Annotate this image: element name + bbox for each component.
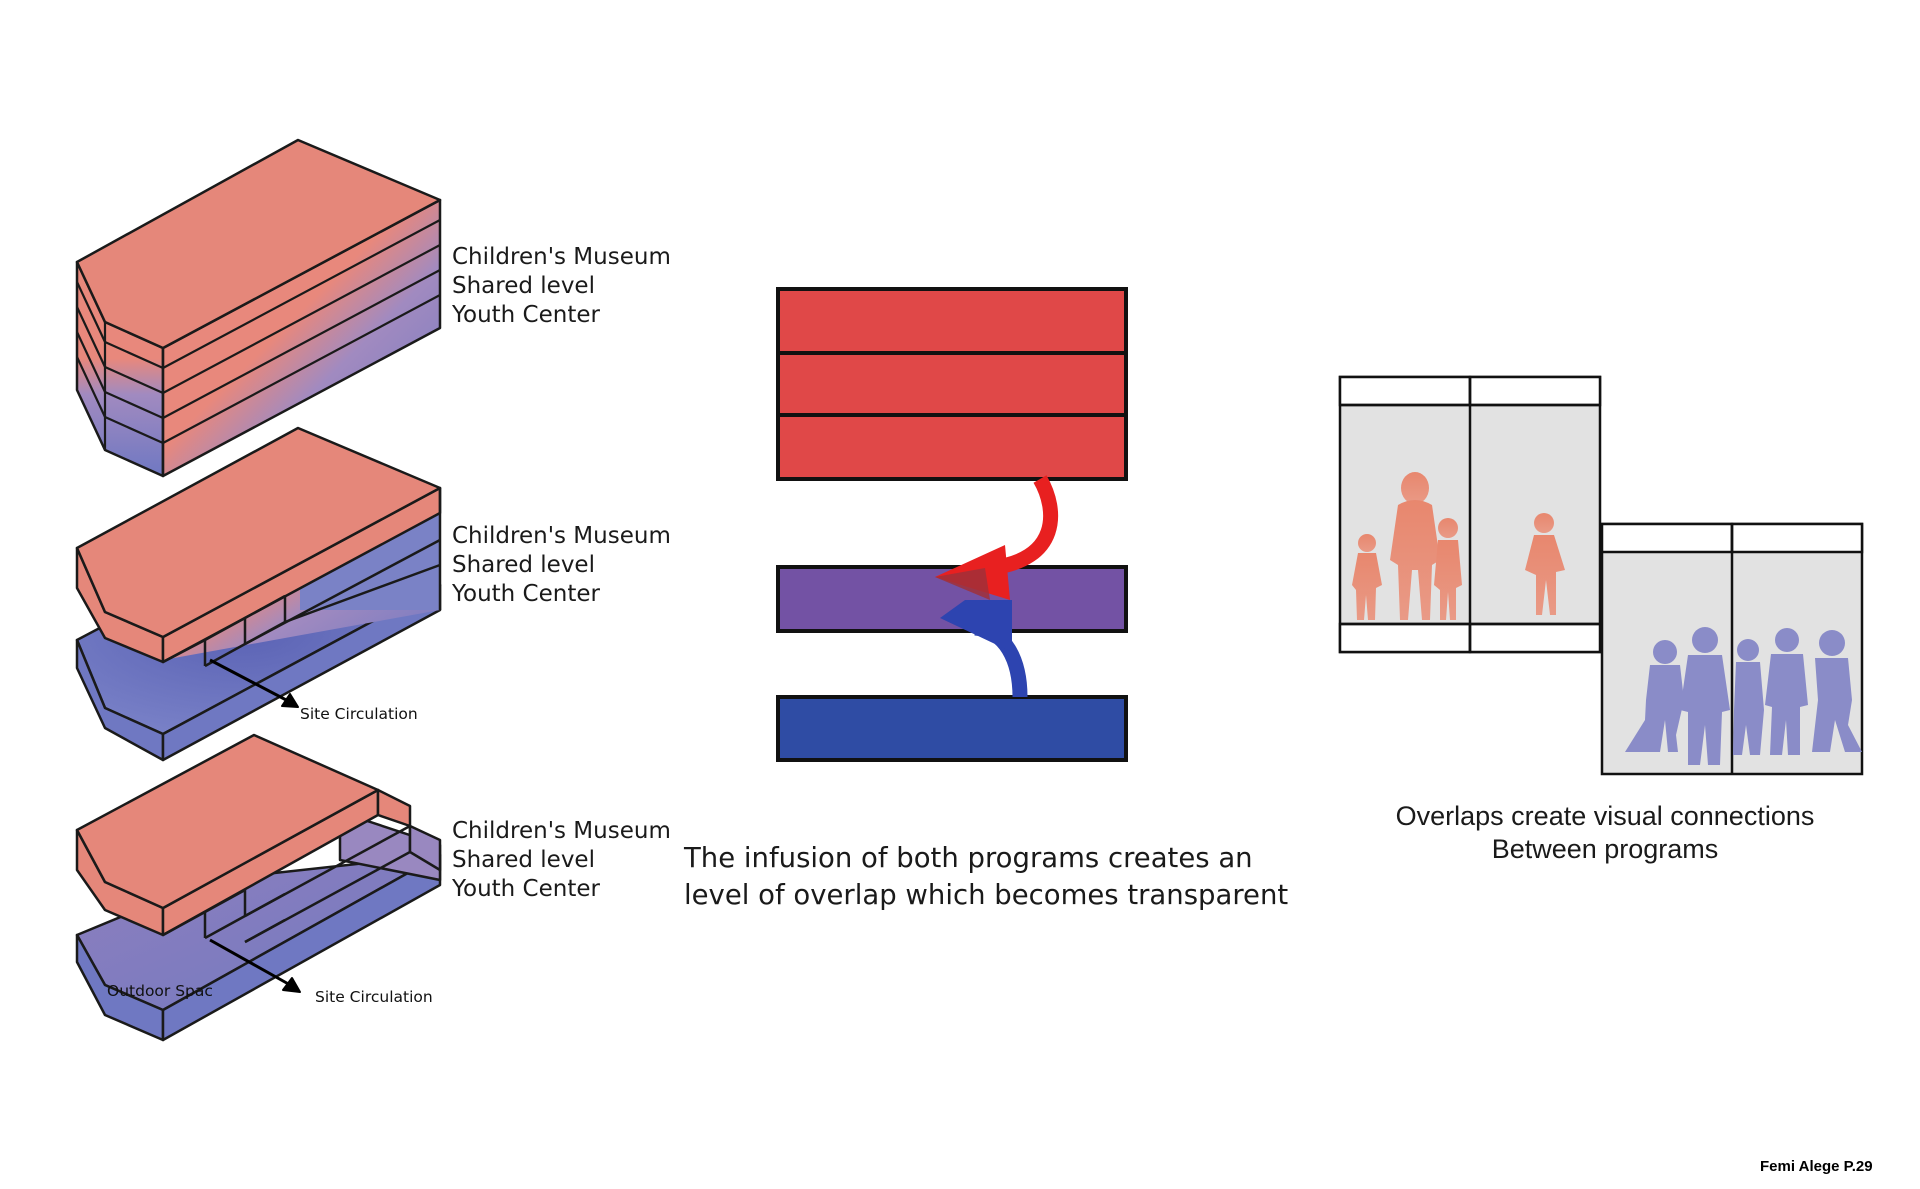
middle-caption-line-1: The infusion of both programs creates an	[684, 842, 1253, 874]
stack-3-top-face	[75, 733, 380, 910]
stack-2-label-youth: Youth Center	[452, 581, 600, 607]
stack-1-label-youth: Youth Center	[452, 302, 600, 328]
stack-2-label-shared: Shared level	[452, 552, 595, 578]
youth-bar	[776, 695, 1128, 762]
stack-3-label-youth: Youth Center	[452, 876, 600, 902]
stack-1-massing	[75, 138, 442, 478]
blue-up-arrow	[940, 600, 1028, 698]
stack-3-label-shared: Shared level	[452, 847, 595, 873]
stack-3-circulation-label: Site Circulation	[315, 988, 433, 1006]
stack-2-circulation-arrow	[281, 693, 299, 708]
page-credit: Femi Alege P.29	[1760, 1158, 1873, 1175]
stack-2-labels: Children's Museum Shared level Youth Cen…	[452, 522, 671, 609]
stack-2-top-face	[75, 426, 442, 639]
stack-3-massing	[75, 733, 442, 1042]
section-panel-upper	[1338, 375, 1602, 654]
program-bars	[776, 287, 1128, 762]
stack-3-outdoor-label: Outdoor Spac	[107, 982, 213, 1000]
museum-bar-2	[776, 351, 1128, 417]
stack-3-labels: Children's Museum Shared level Youth Cen…	[452, 817, 671, 904]
stack-3-base-front	[161, 853, 442, 1042]
middle-caption: The infusion of both programs creates an…	[684, 840, 1288, 914]
teen-silhouettes	[1625, 627, 1862, 765]
stack-2-circulation-label: Site Circulation	[300, 705, 418, 723]
children-silhouettes	[1352, 472, 1565, 620]
stack-2-label-museum: Children's Museum	[452, 523, 671, 549]
museum-bar-3	[776, 413, 1128, 481]
right-caption-line-1: Overlaps create visual connections	[1395, 801, 1815, 831]
stack-1-labels: Children's Museum Shared level Youth Cen…	[452, 243, 671, 330]
middle-caption-line-2: level of overlap which becomes transpare…	[684, 879, 1289, 911]
stack-3-circulation-arrow	[282, 977, 301, 993]
stack-3-label-museum: Children's Museum	[452, 818, 671, 844]
stack-3-shared-slab	[338, 810, 442, 882]
right-caption: Overlaps create visual connections Betwe…	[1380, 800, 1830, 866]
red-down-arrow	[935, 475, 1058, 600]
stack-1-label-museum: Children's Museum	[452, 244, 671, 270]
stack-2-massing	[75, 426, 442, 762]
stack-1-label-shared: Shared level	[452, 273, 595, 299]
museum-bar-1	[776, 287, 1128, 355]
right-caption-line-2: Between programs	[1491, 834, 1719, 864]
stack-1-top-face	[75, 138, 442, 350]
